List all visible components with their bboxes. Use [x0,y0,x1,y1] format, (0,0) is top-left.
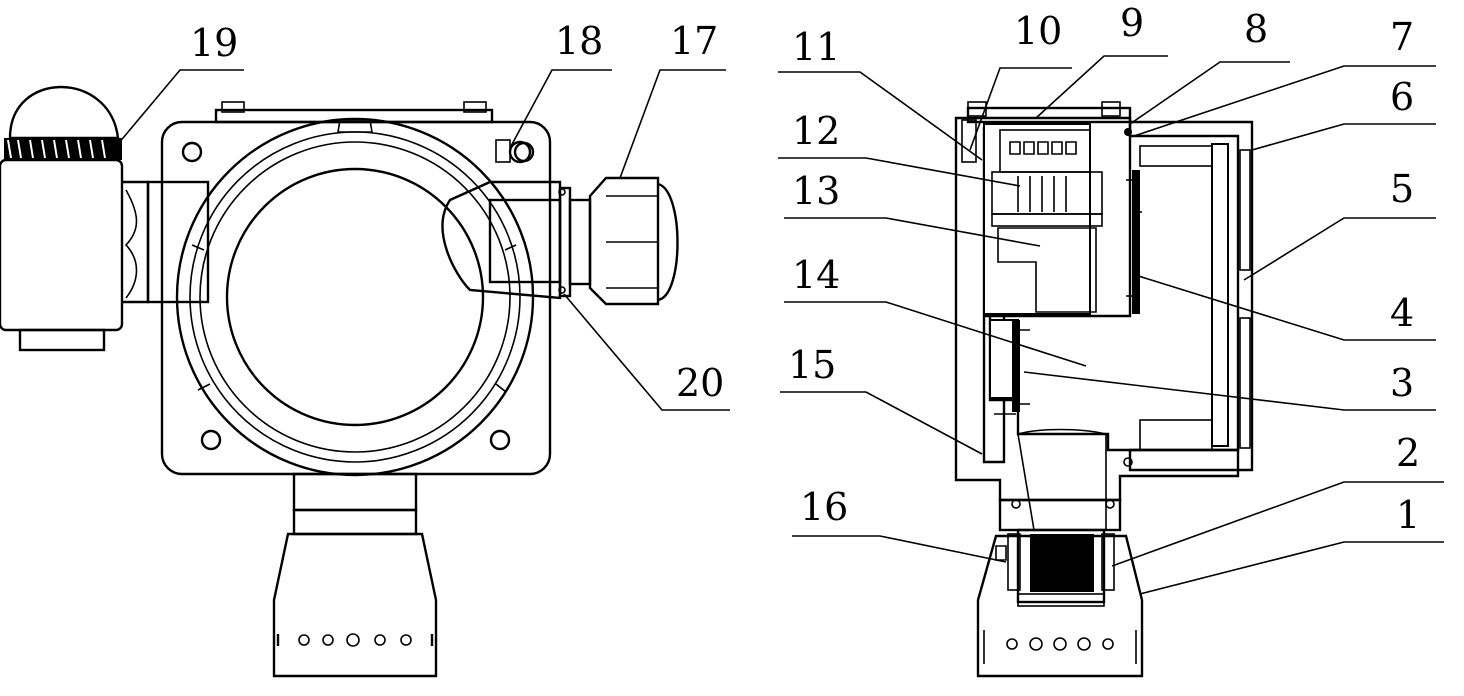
label-19: 19 [190,21,238,65]
label-12: 12 [792,109,840,153]
label-20: 20 [676,361,724,405]
leaders-right [778,55,1444,595]
label-18: 18 [555,19,603,63]
leaders-left [117,69,730,411]
label-6: 6 [1390,75,1414,119]
label-4: 4 [1390,291,1414,335]
label-3: 3 [1390,361,1414,405]
cable-gland [441,176,679,306]
label-10: 10 [1014,9,1062,53]
label-2: 2 [1396,431,1420,475]
label-7: 7 [1390,15,1414,59]
label-5: 5 [1390,167,1414,211]
alarm-lamp [0,85,150,352]
label-11: 11 [792,25,840,69]
label-17: 17 [670,19,718,63]
label-9: 9 [1120,1,1144,45]
front-view [0,69,730,678]
label-15: 15 [788,343,836,387]
section-view [778,55,1444,678]
label-16: 16 [800,485,848,529]
label-8: 8 [1244,7,1268,51]
label-13: 13 [792,169,840,213]
label-14: 14 [792,253,840,297]
ground-bolt [495,139,532,164]
housing [146,101,552,477]
label-1: 1 [1396,493,1420,537]
sensor-head [272,472,438,678]
